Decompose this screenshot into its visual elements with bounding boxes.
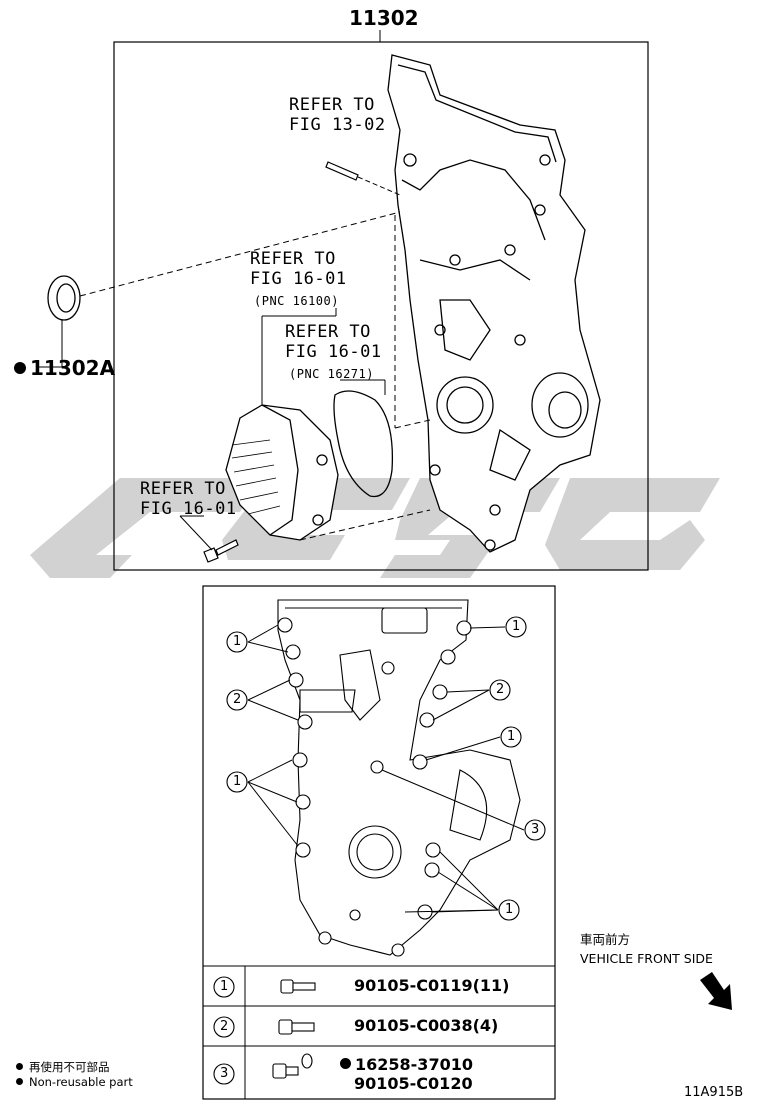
callout-1: 1 xyxy=(505,902,514,917)
non-reusable-dot-icon xyxy=(16,1063,23,1070)
oil-seal xyxy=(47,275,81,321)
callout-1: 1 xyxy=(233,774,242,789)
ref-bolt-line2: FIG 16-01 xyxy=(140,499,237,519)
front-side-en: VEHICLE FRONT SIDE xyxy=(580,951,713,966)
callout-2: 2 xyxy=(233,692,242,707)
ref-pump-line1: REFER TO xyxy=(250,249,336,269)
bolt-part-2: 90105-C0038(4) xyxy=(354,1016,499,1035)
non-reusable-dot-icon xyxy=(14,361,26,374)
legend-en: Non-reusable part xyxy=(16,1075,133,1089)
table-key-1: 1 xyxy=(220,979,229,994)
table-key-3: 3 xyxy=(220,1066,229,1081)
assembly-number: 11302 xyxy=(349,6,419,30)
watermark-logo xyxy=(30,478,720,578)
callout-1: 1 xyxy=(512,619,521,634)
front-side-jp: 車両前方 xyxy=(580,932,631,947)
water-pump xyxy=(225,404,339,541)
bolt-location-view xyxy=(277,599,521,956)
bolt-holes xyxy=(277,617,472,957)
legend-jp: 再使用不可部品 xyxy=(16,1059,110,1075)
ref-stud-line1: REFER TO xyxy=(289,95,375,115)
callout-leaders xyxy=(247,624,525,913)
ref-stud-line2: FIG 13-02 xyxy=(289,115,386,135)
callout-1: 1 xyxy=(233,634,242,649)
ref-gasket-line3: (PNC 16271) xyxy=(289,367,374,381)
bolt-part-1: 90105-C0119(11) xyxy=(354,976,510,995)
ref-gasket-line1: REFER TO xyxy=(285,322,371,342)
stud-bolt xyxy=(325,161,359,181)
ref-pump-line3: (PNC 16100) xyxy=(254,294,339,308)
pump-bolt xyxy=(203,539,239,563)
washer-part-3: 16258-37010 xyxy=(340,1055,473,1074)
upper-frame xyxy=(113,41,649,571)
seal-part-number: 11302A xyxy=(14,356,115,380)
lower-frame xyxy=(202,585,556,1100)
non-reusable-dot-icon xyxy=(340,1058,351,1069)
pump-gasket xyxy=(333,390,394,498)
table-key-2: 2 xyxy=(220,1019,229,1034)
non-reusable-dot-icon xyxy=(16,1078,23,1085)
callout-3: 3 xyxy=(531,822,540,837)
callout-2: 2 xyxy=(496,682,505,697)
bolt-part-3: 90105-C0120 xyxy=(354,1074,473,1093)
seal-dash xyxy=(79,211,401,297)
callout-circles xyxy=(213,616,546,1085)
figure-code: 11A915B xyxy=(684,1085,744,1100)
timing-chain-cover xyxy=(387,54,601,553)
ref-bolt-line1: REFER TO xyxy=(140,479,226,499)
stud-dash xyxy=(357,176,401,196)
ref-gasket-line2: FIG 16-01 xyxy=(285,342,382,362)
table-bolt-icons xyxy=(272,979,316,1079)
ref-pump-line2: FIG 16-01 xyxy=(250,269,347,289)
vehicle-front-arrow xyxy=(700,972,732,1010)
callout-1: 1 xyxy=(507,729,516,744)
